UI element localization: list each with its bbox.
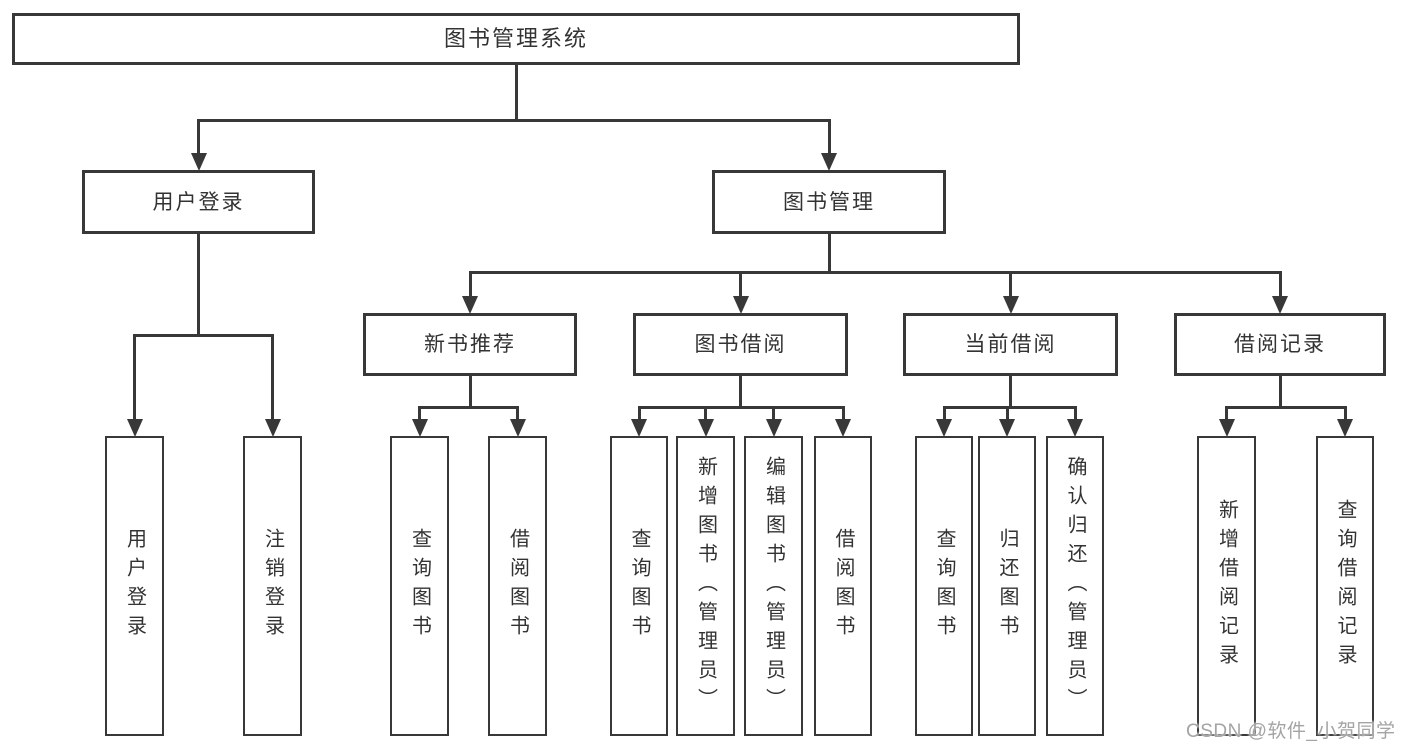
node-nb-query: 查询图书 [390,436,449,736]
arrow-down-icon [1337,419,1353,437]
node-br-query: 查询借阅记录 [1316,436,1374,736]
connector-line [1009,272,1012,300]
arrow-down-icon [126,419,143,437]
connector-line [1278,376,1282,407]
arrow-down-icon [765,419,782,437]
node-cb-query: 查询图书 [915,436,973,736]
node-current-borrow: 当前借阅 [903,313,1118,376]
connector-line [637,407,641,423]
connector-line [1073,407,1077,423]
connector-line [739,272,742,300]
connector-line [197,234,200,335]
arrow-down-icon [631,419,647,437]
node-book-mgmt: 图书管理 [712,170,946,234]
connector-line [942,407,946,423]
node-user-login-leaf: 用户登录 [105,436,164,736]
arrow-down-icon [936,419,952,437]
node-cb-confirm: 确认归还（管理员） [1046,436,1104,736]
node-book-borrow: 图书借阅 [633,313,848,376]
connector-line [197,120,200,157]
arrow-down-icon [1272,296,1288,314]
node-nb-borrow: 借阅图书 [488,436,547,736]
node-root: 图书管理系统 [12,13,1020,65]
connector-line [197,118,831,122]
arrow-down-icon [190,153,207,171]
arrow-down-icon [411,419,428,437]
connector-line [418,407,421,423]
connector-line [1225,407,1228,423]
node-bb-add: 新增图书（管理员） [676,436,735,736]
arrow-down-icon [1218,419,1235,437]
node-bb-edit: 编辑图书（管理员） [744,436,803,736]
arrow-down-icon [1067,419,1083,437]
connector-line [133,333,274,337]
arrow-down-icon [732,296,749,314]
node-borrow-record: 借阅记录 [1174,313,1386,376]
connector-line [827,234,831,272]
arrow-down-icon [264,419,281,437]
arrow-down-icon [835,419,851,437]
node-br-add: 新增借阅记录 [1197,436,1256,736]
arrow-down-icon [509,419,526,437]
connector-line [1278,272,1282,300]
connector-line [1343,407,1347,423]
connector-line [468,270,1282,274]
node-logout: 注销登录 [243,436,302,736]
node-bb-borrow: 借阅图书 [814,436,872,736]
arrow-down-icon [697,419,714,437]
connector-line [739,376,742,407]
connector-line [942,405,1077,409]
node-new-book-rec: 新书推荐 [363,313,577,376]
connector-line [271,335,274,423]
watermark: CSDN @软件_小贺同学 [1186,721,1396,742]
connector-line [133,335,136,423]
connector-line [772,407,775,423]
connector-line [514,65,518,120]
arrow-down-icon [462,296,478,314]
connector-line [516,407,519,423]
connector-line [418,405,519,409]
connector-line [1009,376,1012,407]
connector-line [468,376,472,407]
connector-line [637,405,845,409]
arrow-down-icon [999,419,1015,437]
node-cb-return: 归还图书 [978,436,1036,736]
node-user-login: 用户登录 [82,170,315,234]
arrow-down-icon [1002,296,1019,314]
connector-line [704,407,707,423]
connector-line [468,272,472,300]
node-bb-query: 查询图书 [610,436,668,736]
arrow-down-icon [821,153,837,171]
connector-line [827,120,831,157]
connector-line [1225,405,1347,409]
connector-line [841,407,845,423]
connector-line [1005,407,1009,423]
